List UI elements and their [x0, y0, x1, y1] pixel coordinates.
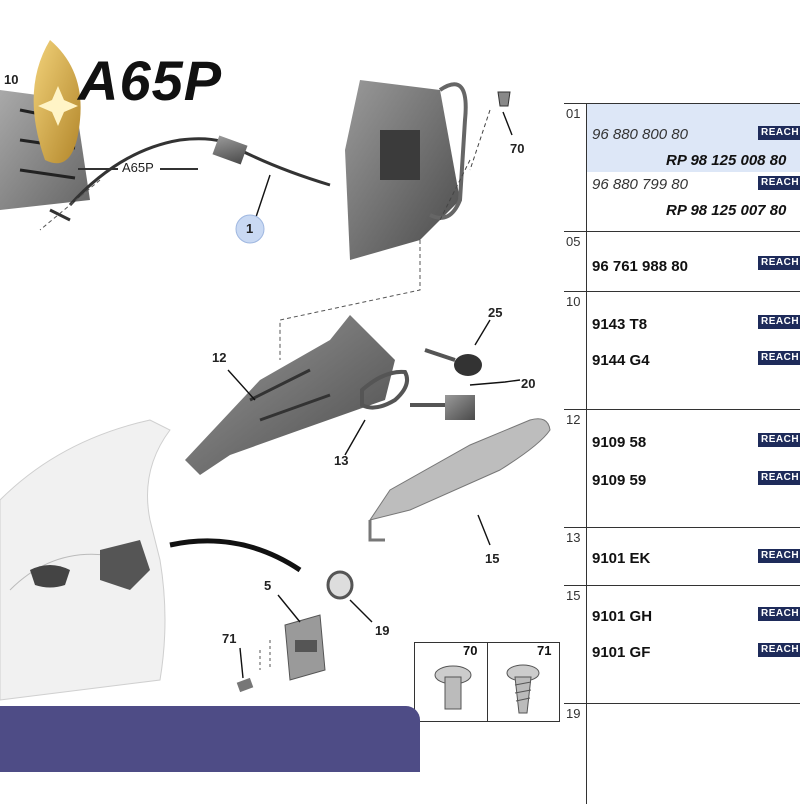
callout-25: 25 [488, 305, 502, 320]
part-lock-mechanism [345, 80, 491, 260]
part-25-key [424, 348, 482, 376]
reach-badge: REACH [758, 351, 800, 365]
part-5-striker [259, 614, 326, 681]
row-divider [586, 232, 587, 292]
car-door-illustration [0, 419, 302, 701]
reach-badge: REACH [758, 315, 800, 329]
screws-detail-box: 70 71 [414, 642, 560, 722]
row-divider [586, 292, 587, 410]
row-divider [586, 104, 587, 232]
part-ref: 9101 EK [592, 550, 651, 567]
screws-box-label-70: 70 [463, 643, 478, 658]
exploded-parts-diagram: 1 10 70 12 25 20 13 15 5 19 71 [0, 40, 551, 701]
part-13-gasket [360, 369, 409, 410]
watermark-subtext: A65P [122, 160, 154, 175]
table-row-13: 13 9101 EK REACH [564, 527, 800, 586]
reach-badge: REACH [758, 176, 800, 190]
screw-71-icon [506, 664, 540, 714]
part-ref: 9109 59 [592, 472, 647, 489]
callout-15: 15 [485, 551, 499, 566]
callout-70: 70 [510, 141, 524, 156]
part-ref: 96 761 988 80 [592, 258, 688, 275]
row-divider [586, 410, 587, 528]
part-ref: RP 98 125 008 80 [666, 152, 787, 169]
watermark-line-right [160, 168, 198, 170]
part-ref: 9109 58 [592, 434, 647, 451]
screw-70-top [497, 91, 511, 107]
screws-box-label-71: 71 [537, 643, 552, 658]
part-20-lock-cylinder [410, 395, 475, 420]
brand-logo-text: A65P [78, 49, 223, 112]
callout-5: 5 [264, 578, 271, 593]
callout-1-bubble [235, 214, 265, 244]
watermark-line-left [78, 168, 118, 170]
leader-lines [227, 111, 521, 679]
row-number: 19 [566, 706, 581, 721]
callout-13: 13 [334, 453, 348, 468]
part-ref: 96 880 800 80 [592, 126, 688, 143]
table-row-19: 19 [564, 703, 800, 804]
part-12-handle-bracket [185, 315, 395, 475]
part-19-grommet [326, 570, 354, 600]
reach-badge: REACH [758, 256, 800, 270]
screw-71-bottom [236, 677, 254, 693]
part-ref: 9144 G4 [592, 352, 650, 369]
part-ref: 9101 GF [592, 644, 651, 661]
table-row-12: 12 9109 58 REACH 9109 59 REACH [564, 409, 800, 528]
table-row-01: 01 96 880 800 80 REACH RP 98 125 008 80 … [564, 103, 800, 232]
row-number: 10 [566, 294, 581, 309]
table-row-05: 05 96 761 988 80 REACH [564, 231, 800, 292]
callout-10: 10 [4, 72, 18, 87]
brand-logo-crest [33, 40, 81, 164]
screw-70-icon [434, 665, 472, 710]
callout-19: 19 [375, 623, 389, 638]
reach-badge: REACH [758, 433, 800, 447]
reach-badge: REACH [758, 126, 800, 140]
row-divider [586, 586, 587, 704]
screws-box-divider [487, 643, 488, 721]
assembly-guide-lines [39, 179, 421, 360]
row-divider [586, 704, 587, 804]
bottom-banner [0, 706, 420, 772]
table-row-15: 15 9101 GH REACH 9101 GF REACH [564, 585, 800, 704]
callout-20: 20 [521, 376, 535, 391]
part-ref: RP 98 125 007 80 [666, 202, 787, 219]
callout-12: 12 [212, 350, 226, 365]
reach-badge: REACH [758, 471, 800, 485]
part-ref: 96 880 799 80 [592, 176, 688, 193]
callout-1: 1 [246, 221, 253, 236]
row-divider [586, 528, 587, 586]
row-number: 01 [566, 106, 581, 121]
reach-badge: REACH [758, 643, 800, 657]
row-number: 15 [566, 588, 581, 603]
reach-badge: REACH [758, 549, 800, 563]
part-15-outer-handle [368, 418, 551, 542]
row-number: 05 [566, 234, 581, 249]
callout-71: 71 [222, 631, 236, 646]
screws-icons [434, 664, 540, 714]
part-1-cable [49, 135, 331, 222]
part-ref: 9143 T8 [592, 316, 648, 333]
reach-badge: REACH [758, 607, 800, 621]
parts-reference-table: 01 96 880 800 80 REACH RP 98 125 008 80 … [564, 103, 800, 804]
part-ref: 9101 GH [592, 608, 653, 625]
row-number: 12 [566, 412, 581, 427]
table-row-10: 10 9143 T8 REACH 9144 G4 REACH [564, 291, 800, 410]
row-number: 13 [566, 530, 581, 545]
